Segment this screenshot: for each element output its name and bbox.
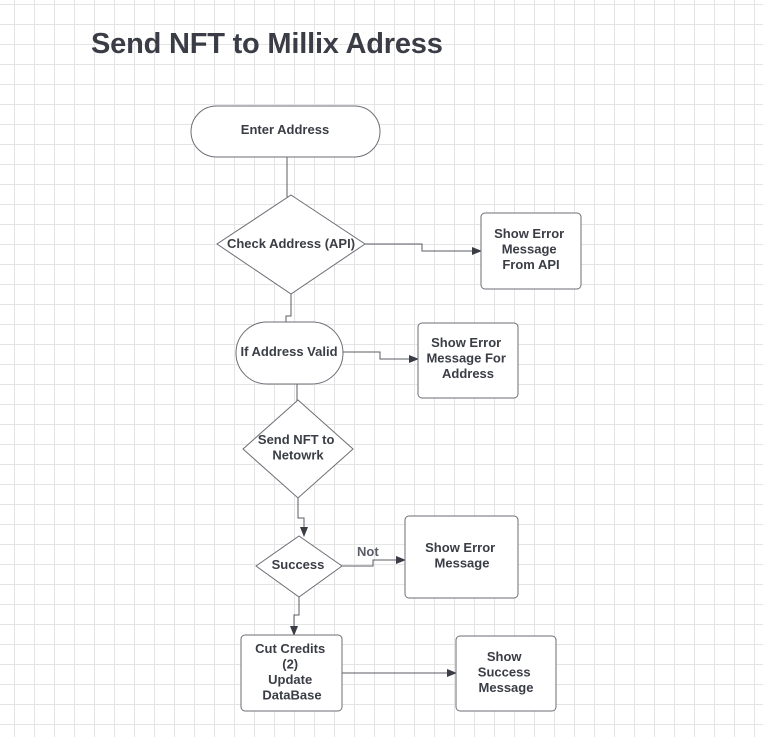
node-error-message-shape: [404, 515, 519, 599]
edge-success-to-error-message: [342, 556, 406, 567]
diagram-title: Send NFT to Millix Adress: [91, 28, 443, 60]
node-send-nft-label: Send NFT to Netowrk: [258, 432, 338, 463]
edge-send-nft-to-success: [297, 498, 308, 537]
edge-success-to-cut-credits: [290, 597, 300, 636]
node-error-address-label: Show Error Message For Address: [426, 335, 509, 381]
node-error-message-label: Show Error Message: [425, 540, 499, 571]
edge-check-to-error-api: [365, 243, 482, 255]
node-cut-credits-label: Cut Credits (2) Update DataBase: [255, 641, 329, 703]
node-enter-address-shape: [190, 105, 381, 158]
node-check-address-shape: [216, 194, 366, 295]
node-success-label: Success: [272, 557, 325, 572]
node-send-nft-shape: [242, 399, 354, 499]
node-error-api-label: Show Error Message From API: [494, 226, 568, 272]
node-error-address-shape: [417, 322, 519, 399]
edge-check-to-if-valid: [285, 294, 292, 322]
node-if-valid-shape: [235, 321, 344, 385]
node-success-message-shape: [455, 635, 557, 712]
node-cut-credits-shape: [240, 634, 343, 712]
node-enter-address-label: Enter Address: [241, 122, 329, 137]
node-error-api-shape: [480, 212, 582, 290]
edge-label-not: Not: [357, 544, 379, 559]
node-success-shape: [255, 535, 343, 598]
edge-if-valid-to-error-address: [343, 351, 419, 363]
node-check-address-label: Check Address (API): [227, 236, 355, 251]
node-success-message-label: Show Success Message: [478, 649, 534, 695]
node-if-valid-label: If Address Valid: [240, 344, 337, 359]
